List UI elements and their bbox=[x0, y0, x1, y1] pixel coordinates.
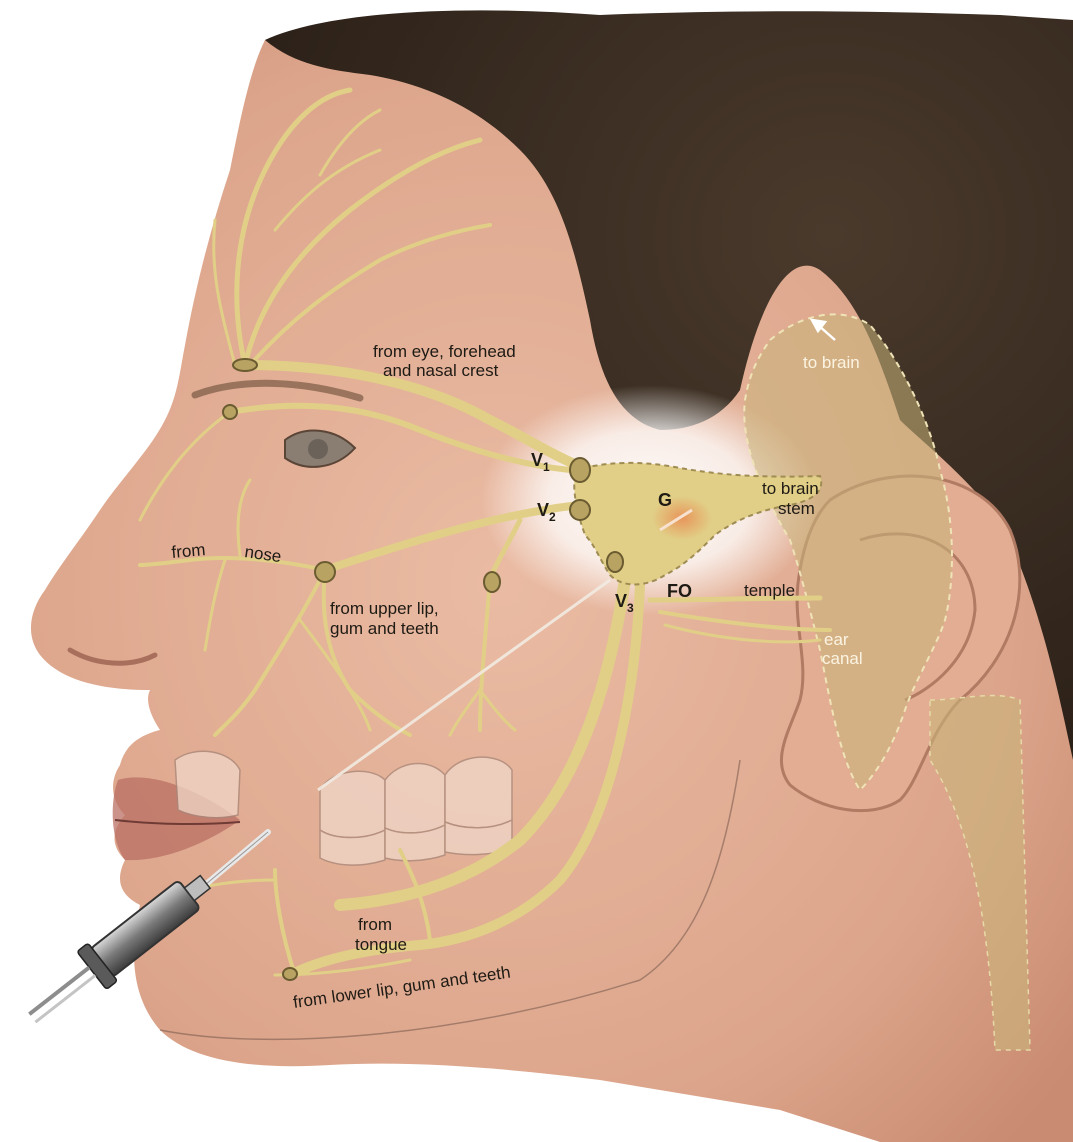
label-from-nose-1: from bbox=[171, 540, 207, 562]
label-to-brain-stem-1: to brain bbox=[762, 479, 819, 498]
label-tongue-2: tongue bbox=[355, 935, 407, 954]
label-canal: canal bbox=[822, 649, 863, 668]
label-upper-lip-1: from upper lip, bbox=[330, 599, 439, 618]
label-tongue-1: from bbox=[358, 915, 392, 934]
v3-letter: V bbox=[615, 591, 627, 611]
v3-subscript: 3 bbox=[627, 601, 634, 615]
iris bbox=[308, 439, 328, 459]
label-nasal-crest: and nasal crest bbox=[383, 361, 499, 380]
label-temple: temple bbox=[744, 581, 795, 600]
v2-subscript: 2 bbox=[549, 510, 556, 524]
label-to-brain-stem-2: stem bbox=[778, 499, 815, 518]
label-eye-forehead: from eye, forehead bbox=[373, 342, 516, 361]
label-upper-lip-2: gum and teeth bbox=[330, 619, 439, 638]
label-ganglion: G bbox=[658, 490, 672, 510]
label-ear: ear bbox=[824, 630, 849, 649]
v1-subscript: 1 bbox=[543, 460, 550, 474]
v2-letter: V bbox=[537, 500, 549, 520]
label-foramen-ovale: FO bbox=[667, 581, 692, 601]
label-to-brain: to brain bbox=[803, 353, 860, 372]
v1-letter: V bbox=[531, 450, 543, 470]
